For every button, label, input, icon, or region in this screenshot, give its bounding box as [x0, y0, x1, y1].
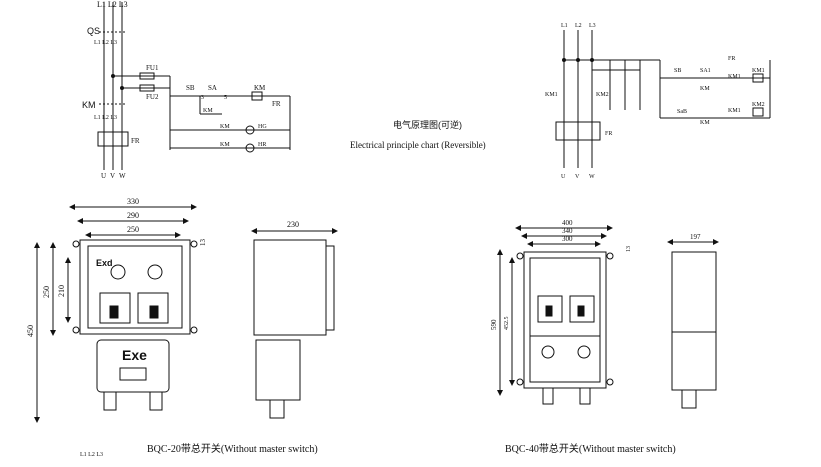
dim-250: 250 — [127, 225, 139, 234]
node-5: 5 — [224, 95, 227, 101]
enclosure-left: 330 290 250 450 250 210 13 Exd Exe 230 — [26, 197, 338, 423]
r-l2: L2 — [575, 23, 582, 29]
out-w: W — [119, 172, 126, 180]
r-km1-b: KM1 — [728, 108, 741, 114]
km1-main: KM1 — [545, 92, 558, 98]
schematic-right: L1 L2 L3 KM1 KM2 FR U V W SB SA1 KM1 KM1… — [545, 23, 771, 180]
fr-label: FR — [131, 137, 140, 145]
r-out-w: W — [589, 174, 595, 180]
principle-title-cn: 电气原理图(可逆) — [393, 119, 462, 130]
r-km2-coil: KM2 — [752, 102, 765, 108]
r-sa2: SaB — [677, 109, 687, 115]
sb-label: SB — [186, 84, 195, 92]
out-v: V — [110, 172, 115, 180]
r-fr: FR — [605, 131, 612, 137]
dim-230: 230 — [287, 220, 299, 229]
hr-label: HR — [258, 142, 266, 148]
dim-340: 340 — [562, 227, 573, 235]
km2-lamp-label: KM — [220, 142, 230, 148]
caption-bqc40: BQC-40带总开关(Without master switch) — [505, 444, 676, 455]
hg-label: HG — [258, 124, 267, 130]
km1-lamp-label: KM — [220, 124, 230, 130]
km-aux-label: KM — [203, 108, 213, 114]
r-sb: SB — [674, 68, 681, 74]
km-label: KM — [82, 100, 96, 110]
dim-290: 290 — [127, 211, 139, 220]
r-km1-coil: KM1 — [752, 68, 765, 74]
principle-title-en: Electrical principle chart (Reversible) — [350, 140, 486, 150]
r-sa1: SA1 — [700, 68, 711, 74]
dim-590: 590 — [490, 319, 498, 330]
dim-300: 300 — [562, 235, 573, 243]
schematic-left: L1 L2 L3 QS L1 L2 L3 FU1 FU2 SB SA 3 5 K… — [82, 0, 291, 180]
dim-13: 13 — [199, 239, 207, 247]
r-l1: L1 — [561, 23, 568, 29]
fu1-label: FU1 — [146, 64, 159, 72]
enclosure-right: 400 340 300 13 590 452.5 197 — [490, 219, 719, 409]
r-dim-13: 13 — [626, 246, 632, 252]
dim-330: 330 — [127, 197, 139, 206]
footnote-phases: L1 L2 L3 — [80, 452, 103, 458]
sa-label: SA — [208, 84, 217, 92]
km-sub: L1 L2 L3 — [94, 115, 117, 121]
km-coil-label: KM — [254, 84, 266, 92]
dim-400: 400 — [562, 219, 573, 227]
dim-210: 210 — [57, 285, 66, 297]
r-out-v: V — [575, 174, 580, 180]
dim-197: 197 — [690, 233, 701, 241]
fr-contact-label: FR — [272, 100, 281, 108]
km2-main: KM2 — [596, 92, 609, 98]
caption-bqc20: BQC-20带总开关(Without master switch) — [147, 444, 318, 455]
r-km1-a: KM1 — [728, 74, 741, 80]
exd-label: Exd — [96, 258, 113, 268]
qs-label: QS — [87, 26, 100, 36]
r-out-u: U — [561, 174, 566, 180]
exe-label: Exe — [122, 347, 147, 363]
qs-sub: L1 L2 L3 — [94, 40, 117, 46]
fu2-label: FU2 — [146, 93, 159, 101]
node-3: 3 — [201, 95, 204, 101]
dim-250-v: 250 — [42, 286, 51, 298]
out-u: U — [101, 172, 106, 180]
dim-450: 450 — [26, 325, 35, 337]
r-km-b: KM — [700, 120, 710, 126]
r-fr-top: FR — [728, 56, 735, 62]
dim-452: 452.5 — [504, 317, 510, 331]
r-km-a: KM — [700, 86, 710, 92]
phase-labels-top: L1 L2 L3 — [97, 0, 128, 9]
r-l3: L3 — [589, 23, 596, 29]
